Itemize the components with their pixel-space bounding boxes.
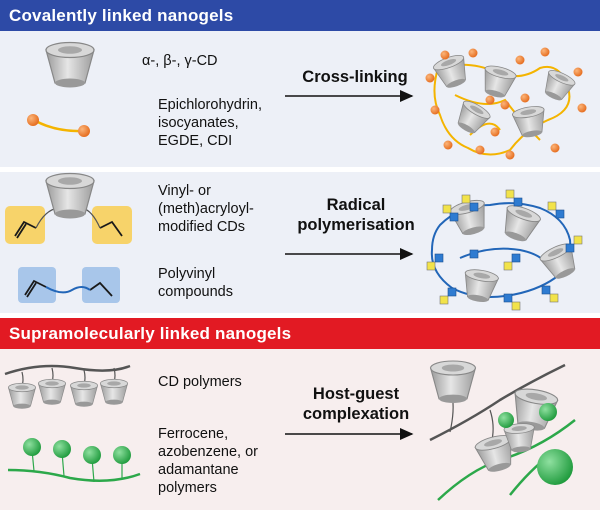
banner-covalent: Covalently linked nanogels	[0, 0, 600, 31]
hostguest-network-icon	[429, 360, 576, 501]
crosslinked-network-icon	[425, 47, 587, 160]
panel-crosslinking	[0, 31, 600, 167]
radical-network-icon	[426, 189, 583, 311]
crosslinkers-label: Epichlorohydrin, isocyanates, EGDE, CDI	[158, 97, 262, 149]
panel-hostguest	[0, 349, 600, 510]
polyvinyl-icon	[18, 267, 120, 303]
banner-supramolecular: Supramolecularly linked nanogels	[0, 318, 600, 349]
modified-cds-label: Vinyl- or (meth)acryloyl- modified CDs	[158, 183, 254, 235]
process-radical: Radical polymerisation	[297, 196, 415, 234]
cd-types-label: α-, β-, γ-CD	[142, 53, 218, 69]
process-hostguest: Host-guest complexation	[302, 385, 410, 423]
guest-polymers-label: Ferrocene, azobenzene, or adamantane pol…	[158, 426, 258, 496]
crosslinker-icon	[27, 114, 90, 137]
guest-polymer-icon	[7, 438, 141, 483]
modified-cd-icon	[5, 172, 132, 244]
polyvinyl-label: Polyvinyl compounds	[158, 266, 233, 300]
cd-polymers-label: CD polymers	[158, 374, 242, 390]
cyclodextrin-icon	[45, 41, 95, 89]
process-crosslinking: Cross-linking	[302, 68, 408, 86]
cd-polymer-icon	[4, 364, 131, 410]
